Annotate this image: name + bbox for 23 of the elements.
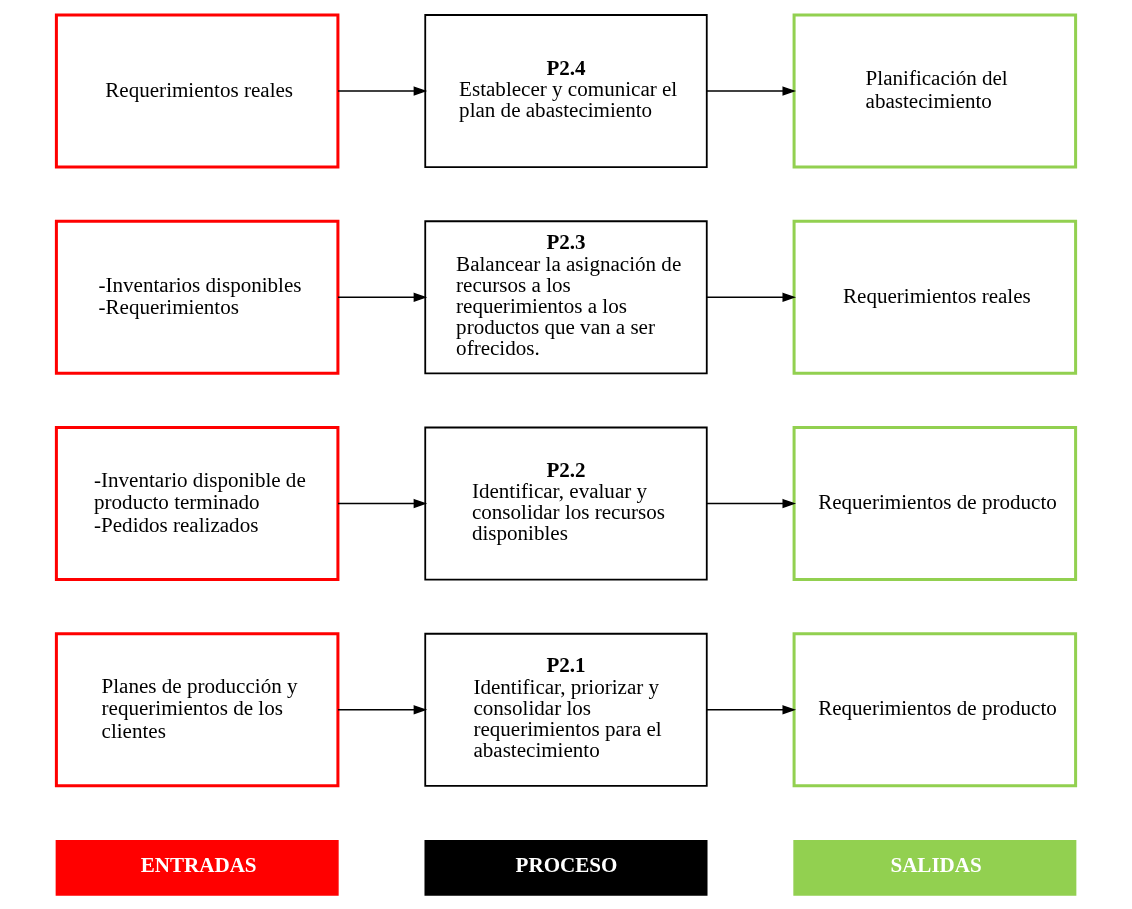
- node-box: P2.2 Identificar, evaluar y consolidar los recursos disponibles: [424, 426, 708, 580]
- arrow: [706, 85, 797, 96]
- arrow: [706, 292, 797, 302]
- node-box: P2.4 Establecer y comunicar el plan de abastecimiento: [424, 13, 708, 168]
- node-box: Requerimientos reales: [54, 13, 340, 169]
- node-box: P2.1 Identificar, priorizar y consolidar los requerimientos para el abastecimiento: [424, 632, 708, 787]
- node-box: -Inventarios disponibles -Requerimientos: [54, 219, 340, 375]
- arrow: [337, 292, 428, 302]
- node-box: -Inventario disponible de producto terminado -Pedidos realizados: [54, 425, 340, 581]
- arrow: [337, 498, 428, 508]
- node-box: P2.3 Balancear la asignación de recursos a los requerimientos a los productos que van a ser ofrecidos.: [424, 219, 708, 374]
- node-box: Requerimientos de producto: [792, 631, 1078, 787]
- node-box: PROCESO: [424, 839, 708, 896]
- node-box: Requerimientos reales: [792, 219, 1078, 375]
- node-box: Planificación del abastecimiento: [792, 13, 1078, 169]
- node-box: Requerimientos de producto: [792, 425, 1078, 581]
- node-box: ENTRADAS: [55, 839, 339, 896]
- node-box: Planes de producción y requerimientos de los clientes: [54, 631, 340, 787]
- arrow: [337, 85, 428, 96]
- arrow: [337, 704, 428, 715]
- arrow: [706, 704, 797, 715]
- arrow: [706, 498, 797, 508]
- node-box: SALIDAS: [793, 839, 1077, 896]
